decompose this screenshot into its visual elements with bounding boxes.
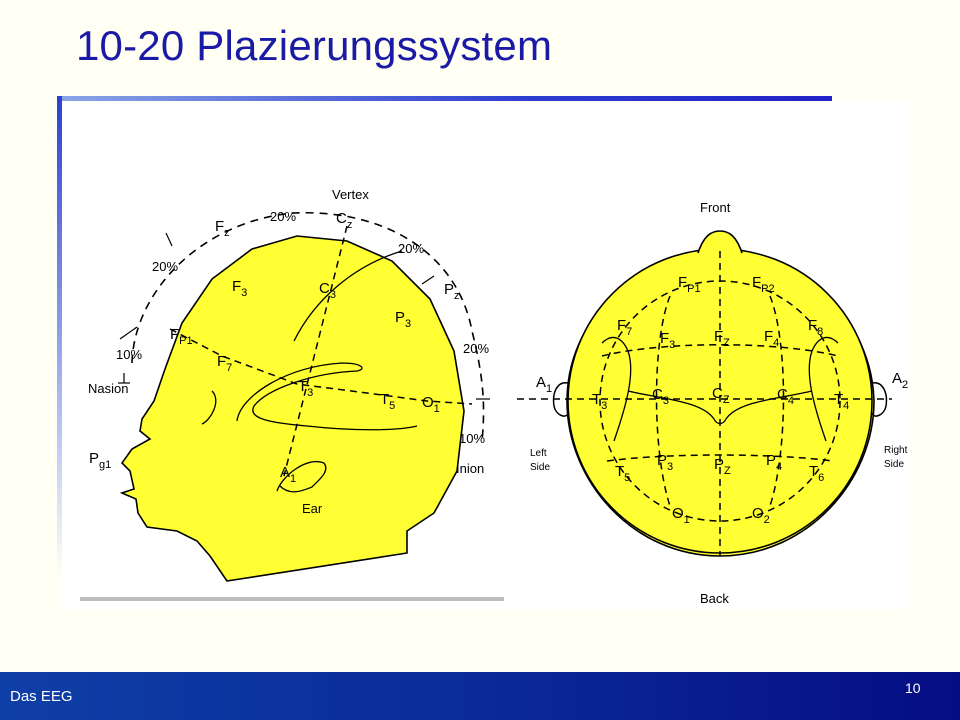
side-electrode-t3: T3 [298,378,313,399]
side-electrode-pg1: Pg1 [89,450,111,471]
top-parietal-arc [606,454,834,462]
top-electrode-pz: PZ [714,456,731,477]
slide-title: 10-20 Plazierungssystem [76,22,553,69]
pct-20-left: 20% [152,259,178,274]
top-electrode-t6: T6 [809,463,824,484]
side-ear-outline [276,460,327,493]
side-view-head: Vertex Nasion Inion Ear 20% 20% 20% 20% … [80,187,504,601]
label-front: Front [700,200,731,215]
top-electrode-f7: F7 [617,317,632,338]
pct-20-right: 20% [463,341,489,356]
side-electrode-o1: O1 [422,394,440,415]
pct-20-top-left: 20% [270,209,296,224]
top-electrode-f3: F3 [660,330,675,351]
side-temporal-line [169,328,473,405]
top-electrode-o1: O1 [672,505,690,526]
side-electrode-a1: A1 [280,464,296,485]
label-right-side-2: Side [884,459,904,470]
top-electrode-fz: FZ [714,328,730,349]
side-head-shape [119,235,465,582]
top-right-ear [871,382,888,417]
top-electrode-t5: T5 [615,463,630,484]
footer-title: Das EEG [10,688,73,705]
pct-10-back: 10% [459,431,485,446]
side-coronal-line [283,225,348,477]
label-left-side-2: Side [530,462,550,473]
side-tick-b [421,275,435,285]
side-electrode-p3: P3 [395,309,411,330]
page-number: 10 [905,680,921,696]
side-electrode-fp1: FP1 [170,326,193,347]
top-electrode-o2: O2 [752,505,770,526]
label-inion: Inion [456,461,484,476]
side-electrode-f7: F7 [217,353,232,374]
top-electrode-f8: F8 [808,317,823,338]
side-electrode-cz: Cz [336,210,352,231]
label-nasion: Nasion [88,381,128,396]
top-electrode-t4: T4 [834,391,849,412]
top-nose [697,230,743,254]
eeg-diagram-svg: Vertex Nasion Inion Ear 20% 20% 20% 20% … [80,187,908,606]
side-nasion-tick [119,326,138,340]
side-tick-a [165,232,173,247]
top-view-head: Front Back Left Side Right Side FP1 FP2 … [517,200,908,606]
side-sylvian-fissure [236,362,418,431]
label-back: Back [700,591,729,606]
side-electrode-f3: F3 [232,278,247,299]
top-electrode-fp1: FP1 [678,274,701,295]
side-electrode-t5: T5 [380,391,395,412]
top-electrode-c4: C4 [777,386,794,407]
top-left-ear [552,382,569,417]
title-underline [57,96,832,101]
top-electrode-fp2: FP2 [752,274,775,295]
eeg-10-20-figure: Vertex Nasion Inion Ear 20% 20% 20% 20% … [62,101,910,609]
top-electrode-p4: P4 [766,452,782,473]
side-electrode-pz: Pz [444,281,460,302]
label-ear: Ear [302,501,323,516]
top-electrode-a2: A2 [892,370,908,391]
side-electrode-c3: C3 [319,280,336,301]
pct-10-front: 10% [116,347,142,362]
top-left-temporal-curve [601,336,632,442]
top-central-curve [627,390,813,425]
side-electrode-fz: Fz [215,218,230,239]
label-right-side-1: Right [884,445,908,456]
top-right-temporal-curve [808,336,839,442]
footer-bar: Das EEG 10 [0,672,960,720]
top-electrode-t3: T3 [592,391,607,412]
label-vertex: Vertex [332,187,369,202]
left-accent-rule [57,96,62,576]
side-eye-brow [201,390,217,425]
side-central-sulcus [293,250,403,342]
top-electrode-c3: C3 [652,386,669,407]
pct-20-top-right: 20% [398,241,424,256]
top-frontal-arc [601,344,839,357]
top-electrode-p3: P3 [657,452,673,473]
top-electrode-cz: CZ [712,385,730,406]
top-electrode-f4: F4 [764,328,779,349]
label-left-side-1: Left [530,448,547,459]
top-electrode-a1: A1 [536,374,552,395]
